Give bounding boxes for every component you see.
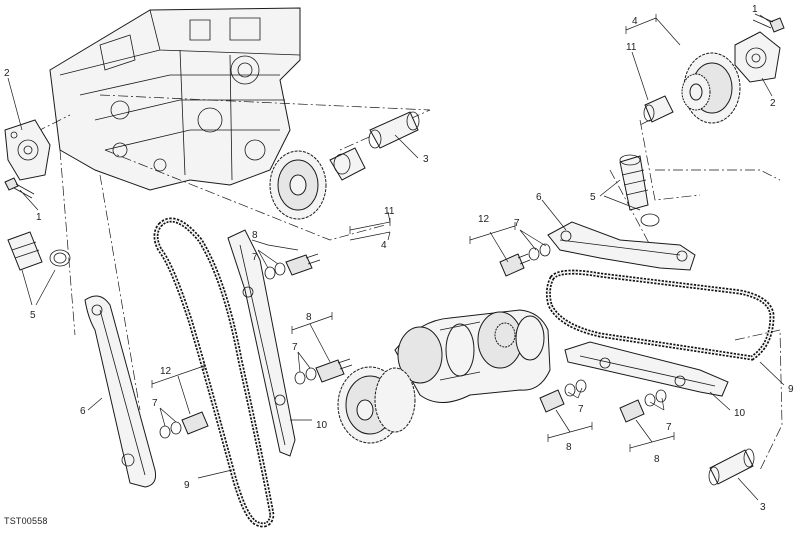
bushing-bottom [708,448,755,486]
right-tensioner [619,154,660,227]
bolt-set-upper-center [264,253,321,280]
callout-labels: 2 1 5 6 3 11 4 4 11 1 2 5 6 12 7 8 7 8 7… [4,4,794,513]
callout-8-middle: 8 [306,312,312,323]
callout-1-left: 1 [36,212,42,223]
callout-6-left: 6 [80,406,86,417]
right-timing-chain [545,269,775,361]
crank-gear [337,366,416,444]
callout-7-upper: 7 [252,252,258,263]
cam-gear-left [269,150,327,220]
left-chain-guide [84,295,156,488]
callout-3-bottom: 3 [760,502,766,513]
bolt-set-right-upper [499,243,551,277]
cam-gear-right [681,52,741,124]
bolt-set-middle-center [294,358,353,385]
callout-7-middle: 7 [292,342,298,353]
right-chain-guide [547,221,696,271]
callout-2-right: 2 [770,98,776,109]
callout-12-left: 12 [160,366,172,377]
callout-9-left: 9 [184,480,190,491]
left-tensioner [7,231,71,271]
right-chain-tensioner [564,341,729,397]
callout-10-right: 10 [734,408,746,419]
callout-12-right: 12 [478,214,490,225]
bushing-top [368,111,420,149]
callout-3-top: 3 [423,154,429,165]
callout-4-right: 4 [632,16,638,27]
bolt-set-right-lower-2 [619,389,667,423]
left-sensor-bracket [4,119,51,181]
callout-8-right-lower-2: 8 [654,454,660,465]
callout-6-right: 6 [536,192,542,203]
diagram-code: TST00558 [4,516,48,526]
callout-9-right: 9 [788,384,794,395]
callout-5-left: 5 [30,310,36,321]
callout-7-right-lower-1: 7 [578,404,584,415]
cam-gear-spacer [329,147,366,181]
crankshaft [394,309,551,403]
callout-8-upper: 8 [252,230,258,241]
left-bolt [4,177,35,199]
cylinder-head [49,7,301,191]
callout-1-right: 1 [752,4,758,15]
callout-11-right: 11 [626,42,637,53]
center-chain-tensioner [227,229,296,457]
bolt-set-lower-left [159,411,209,439]
bolt-set-right-lower-1 [539,379,587,413]
right-bolt [752,13,785,33]
callout-8-right-lower-1: 8 [566,442,572,453]
callout-11-top: 11 [384,206,395,217]
callout-10-center: 10 [316,420,328,431]
callout-7-right-upper: 7 [514,218,520,229]
left-timing-chain [153,217,275,528]
callout-5-right: 5 [590,192,596,203]
callout-4-top: 4 [381,240,387,251]
right-sensor-bracket [734,31,781,83]
callout-2-left: 2 [4,68,10,79]
callout-7-right-lower-2: 7 [666,422,672,433]
callout-7-left: 7 [152,398,158,409]
leader-lines [7,14,785,501]
right-spacer [643,95,674,123]
